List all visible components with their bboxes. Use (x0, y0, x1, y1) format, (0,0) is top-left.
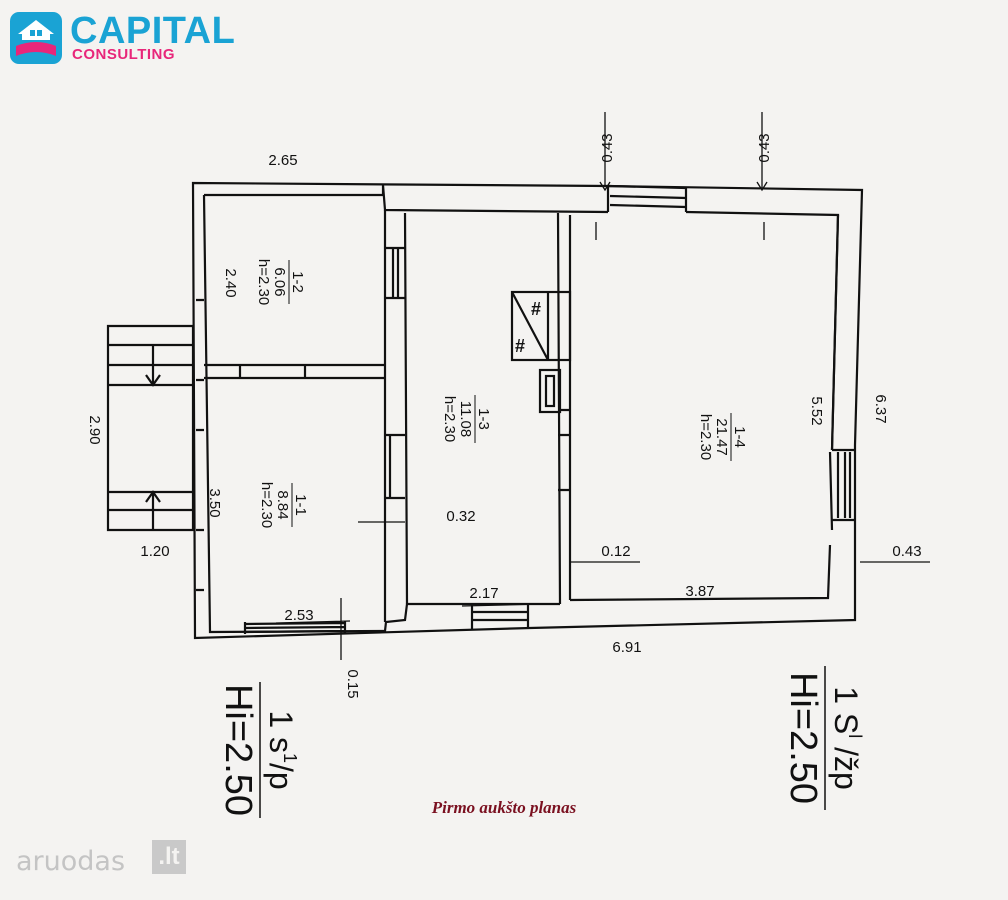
svg-text:Hi=2.50: Hi=2.50 (782, 672, 824, 804)
dim-porch-height: 2.90 (86, 415, 103, 444)
svg-text:1 Sl /žp: 1 Sl /žp (828, 686, 865, 790)
dim-top-wall-1: 0.43 (599, 133, 616, 162)
room-label-1-2: 1-2 6.06 h=2.30 (255, 259, 306, 305)
svg-text:Hi=2.50: Hi=2.50 (217, 684, 259, 816)
svg-text:h=2.30: h=2.30 (697, 414, 714, 460)
dim-wall-032: 0.32 (446, 508, 475, 525)
room-label-1-4: 1-4 21.47 h=2.30 (697, 413, 748, 461)
dim-bottom-wall: 0.15 (344, 669, 361, 698)
door-bottom (470, 604, 530, 630)
svg-text:11.08: 11.08 (457, 401, 474, 437)
svg-text:#: # (515, 336, 525, 356)
dim-room14-width: 3.87 (685, 583, 714, 600)
svg-text:1-1: 1-1 (292, 494, 309, 516)
watermark: aruodas (16, 846, 126, 877)
dim-top-wall-2: 0.43 (756, 133, 773, 162)
svg-text:h=2.30: h=2.30 (441, 396, 458, 442)
house-book-icon (10, 12, 62, 64)
svg-text:1 s1/p: 1 s1/p (263, 710, 300, 789)
room-label-1-3: 1-3 11.08 h=2.30 (441, 395, 492, 443)
watermark-badge: .lt (152, 840, 186, 874)
dim-right-wall: 0.43 (892, 543, 921, 560)
dim-wall-012: 0.12 (601, 543, 630, 560)
stove (510, 290, 572, 362)
stamp-left: 1 s1/p Hi=2.50 (217, 682, 300, 818)
outer-wall-outline (191, 181, 864, 640)
dim-overall-height: 6.37 (872, 394, 889, 423)
svg-text:1-2: 1-2 (289, 271, 306, 293)
dim-porch-width: 1.20 (140, 543, 169, 560)
svg-text:8.84: 8.84 (274, 490, 291, 519)
stamp-right: 1 Sl /žp Hi=2.50 (782, 666, 865, 810)
window-top (606, 184, 688, 212)
svg-text:#: # (531, 299, 541, 319)
dim-room13-width: 2.17 (469, 585, 498, 602)
window-right (832, 448, 855, 522)
room-label-1-1: 1-1 8.84 h=2.30 (258, 482, 309, 528)
dim-room11-width: 2.53 (284, 607, 313, 624)
dim-room12-height: 2.40 (222, 268, 239, 297)
svg-text:1-4: 1-4 (731, 426, 748, 448)
brand-name: CAPITAL (70, 10, 236, 52)
dim-room11-height: 3.50 (206, 488, 223, 517)
dim-bottom-total: 6.91 (612, 639, 641, 656)
plan-caption: Pirmo aukšto planas (431, 798, 577, 817)
partition-12-11 (204, 363, 386, 380)
dim-top-left-width: 2.65 (268, 152, 297, 169)
svg-text:h=2.30: h=2.30 (255, 259, 272, 305)
chimney (538, 368, 562, 414)
brand-subtitle: CONSULTING (72, 46, 176, 63)
window-bottom (243, 621, 347, 634)
window-room12-13 (385, 246, 405, 300)
outer-wall-inner (202, 184, 840, 634)
partition-left-vertical (383, 210, 409, 622)
svg-text:21.47: 21.47 (713, 418, 730, 456)
svg-text:6.06: 6.06 (271, 267, 288, 296)
dim-room14-height: 5.52 (808, 396, 825, 425)
svg-text:1-3: 1-3 (475, 408, 492, 430)
porch-stairs (106, 324, 195, 532)
svg-text:h=2.30: h=2.30 (258, 482, 275, 528)
